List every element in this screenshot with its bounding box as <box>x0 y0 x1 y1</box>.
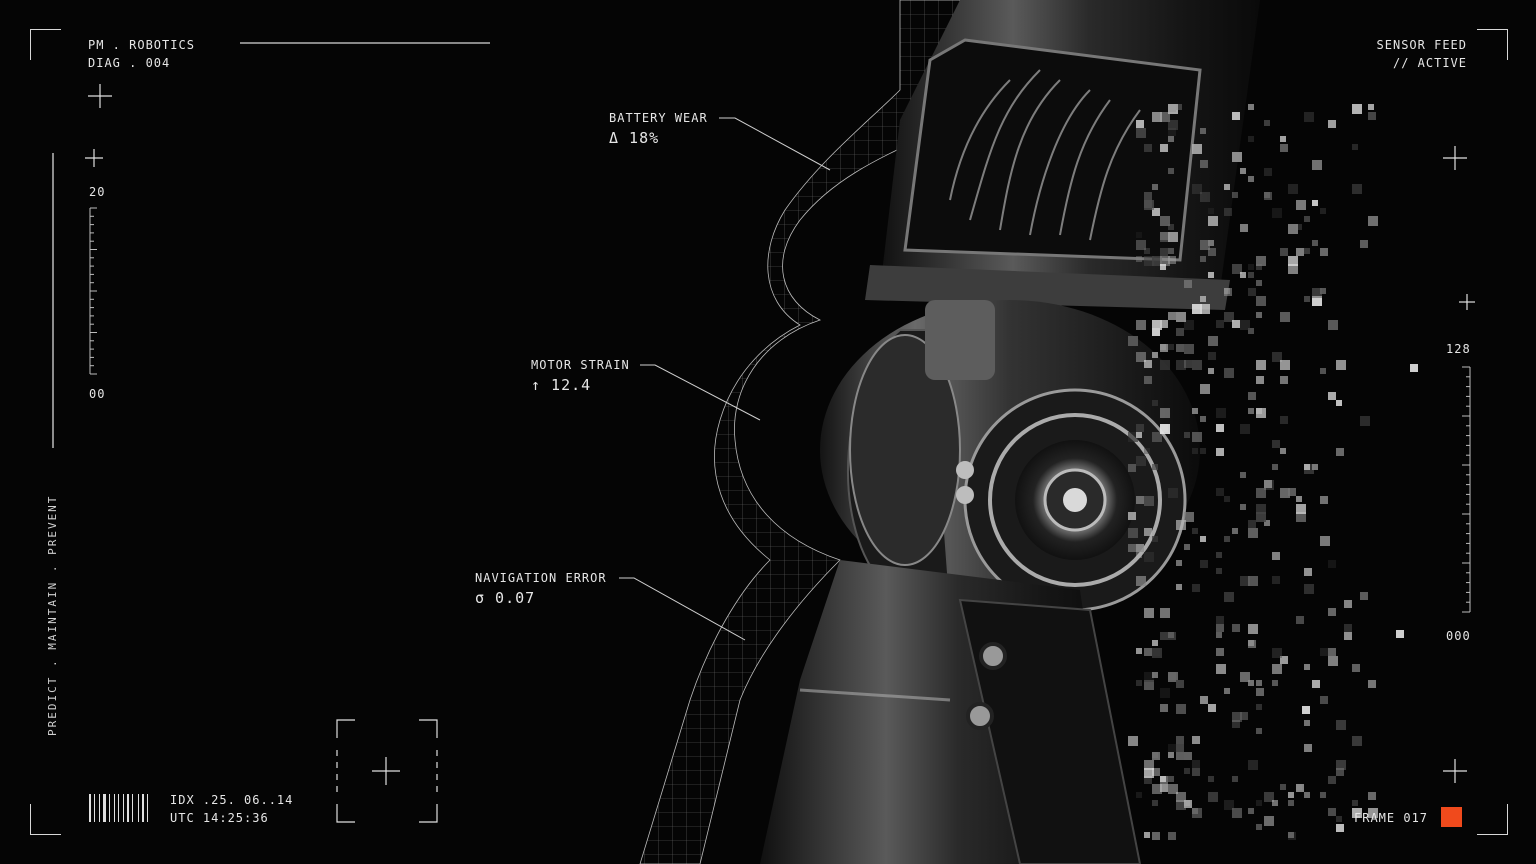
frame-corner-top-right <box>1477 29 1508 60</box>
motor-strain-label: MOTOR STRAIN <box>531 358 630 372</box>
side-tagline: PREDICT . MAINTAIN . PREVENT <box>46 494 59 736</box>
navigation-leader-line <box>619 577 746 641</box>
battery-wear-value: Δ 18% <box>609 129 660 147</box>
crosshair-icon <box>88 84 112 108</box>
barcode-icon <box>89 794 148 822</box>
motor-strain-value: ↑ 12.4 <box>531 376 592 394</box>
right-scale-max: 128 <box>1446 342 1471 356</box>
battery-leader-line <box>719 117 831 171</box>
pixel-dissolve-effect <box>1128 104 1418 840</box>
crosshair-icon <box>1443 759 1467 783</box>
wireframe-overlay <box>639 0 961 864</box>
right-scale-min: 000 <box>1446 629 1471 643</box>
motor-leader-line <box>640 364 761 421</box>
frame-corner-bottom-right <box>1477 804 1508 835</box>
idx-label: IDX .25. 06..14 <box>170 793 294 807</box>
left-scale-max: 20 <box>89 185 106 199</box>
diag-label: DIAG . 004 <box>88 56 171 70</box>
utc-timestamp: UTC 14:25:36 <box>170 811 269 825</box>
recording-indicator <box>1441 807 1462 827</box>
focus-reticle-icon <box>336 719 438 823</box>
left-scale-ticks <box>89 207 97 375</box>
frame-counter: FRAME 017 <box>1354 811 1429 825</box>
frame-corner-top-left <box>30 29 61 60</box>
sensor-feed-title: SENSOR FEED <box>1376 38 1467 52</box>
battery-wear-label: BATTERY WEAR <box>609 111 708 125</box>
navigation-error-label: NAVIGATION ERROR <box>475 571 607 585</box>
left-scale-min: 00 <box>89 387 106 401</box>
crosshair-icon <box>1459 294 1475 310</box>
sensor-feed-status: // ACTIVE <box>1392 56 1467 70</box>
brand-label: PM . ROBOTICS <box>88 38 195 52</box>
crosshair-icon <box>1443 146 1467 170</box>
right-scale-ticks <box>1462 366 1471 613</box>
crosshair-icon <box>85 149 103 167</box>
frame-corner-bottom-left <box>30 804 61 835</box>
navigation-error-value: σ 0.07 <box>475 589 536 607</box>
